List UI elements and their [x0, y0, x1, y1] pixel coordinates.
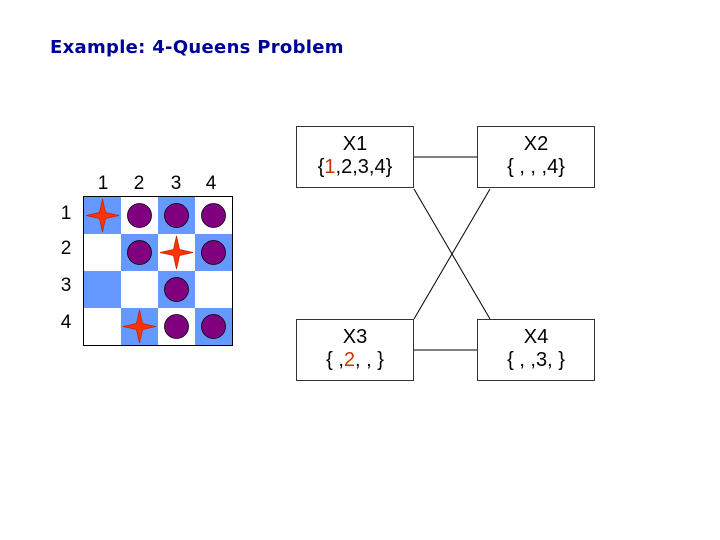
queen-star-icon: [159, 235, 194, 270]
board-cell: [84, 271, 121, 308]
circle-piece-icon: [127, 203, 152, 228]
board-cell: [121, 308, 158, 345]
board-column-label: 1: [97, 173, 109, 194]
node-x4: X4 { , ,3, }: [477, 319, 595, 381]
board-cell: [195, 308, 232, 345]
node-x2-name: X2: [523, 133, 549, 155]
edge-x2-x3: [413, 188, 491, 320]
page-title: Example: 4-Queens Problem: [50, 37, 344, 58]
node-x1: X1 {1,2,3,4}: [296, 126, 414, 188]
node-x3-name: X3: [342, 326, 368, 348]
board-cell: [121, 234, 158, 271]
board-cell: [84, 197, 121, 234]
node-x2-domain: { , , ,4}: [507, 156, 565, 178]
board-row-label: 3: [60, 275, 72, 296]
node-x3: X3 { ,2, , }: [296, 319, 414, 381]
circle-piece-icon: [201, 314, 226, 339]
circle-piece-icon: [164, 314, 189, 339]
board-cell: [158, 271, 195, 308]
board-row-label: 2: [60, 238, 72, 259]
board-cell: [84, 308, 121, 345]
board-cell: [84, 234, 121, 271]
board-cell: [158, 308, 195, 345]
board-column-label: 3: [170, 173, 182, 194]
node-x4-name: X4: [523, 326, 549, 348]
circle-piece-icon: [127, 240, 152, 265]
circle-piece-icon: [201, 240, 226, 265]
node-x1-name: X1: [342, 133, 368, 155]
board-column-label: 2: [133, 173, 145, 194]
board-cell: [195, 197, 232, 234]
board-cell: [158, 234, 195, 271]
board-cell: [158, 197, 195, 234]
queen-star-icon: [85, 198, 120, 233]
queens-board: [83, 196, 233, 346]
node-x3-domain: { ,2, , }: [326, 349, 384, 371]
circle-piece-icon: [201, 203, 226, 228]
circle-piece-icon: [164, 277, 189, 302]
board-cell: [195, 234, 232, 271]
node-x2: X2 { , , ,4}: [477, 126, 595, 188]
board-row-label: 1: [60, 203, 72, 224]
node-x1-domain: {1,2,3,4}: [317, 156, 393, 178]
circle-piece-icon: [164, 203, 189, 228]
board-cell: [121, 271, 158, 308]
board-cell: [195, 271, 232, 308]
board-column-label: 4: [205, 173, 217, 194]
node-x4-domain: { , ,3, }: [507, 349, 565, 371]
board-row-label: 4: [60, 312, 72, 333]
queen-star-icon: [122, 309, 157, 344]
board-cell: [121, 197, 158, 234]
